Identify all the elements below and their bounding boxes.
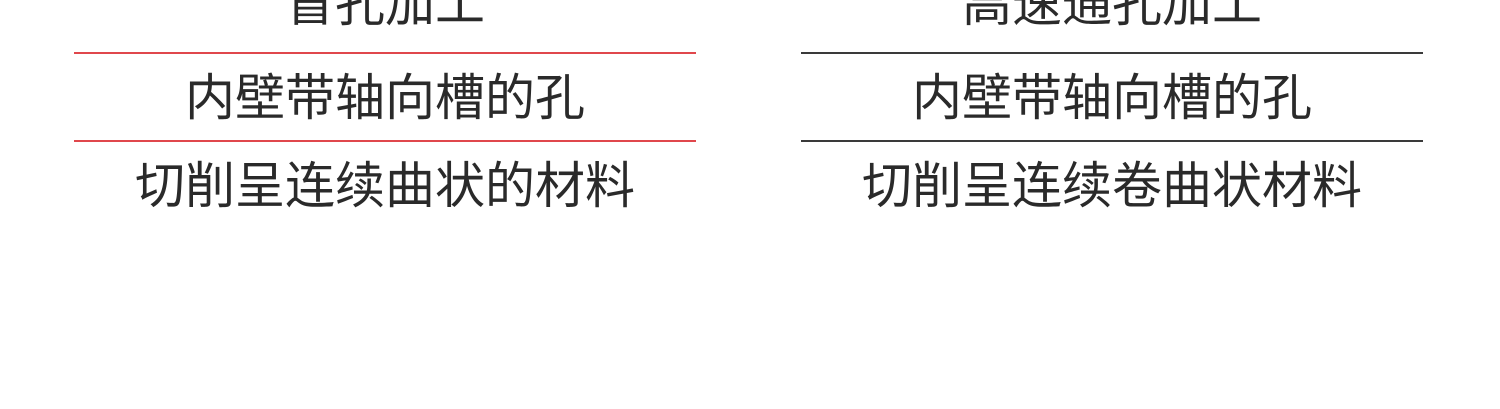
right-divider-bottom xyxy=(801,140,1423,142)
left-row-application: 盲孔加工 xyxy=(285,0,485,33)
left-divider-top xyxy=(74,52,696,54)
right-row-application: 高速通孔加工 xyxy=(962,0,1262,33)
right-row-hole-type: 内壁带轴向槽的孔 xyxy=(912,69,1312,127)
left-row-material: 切削呈连续曲状的材料 xyxy=(135,157,635,215)
left-divider-bottom xyxy=(74,140,696,142)
right-row-material: 切削呈连续卷曲状材料 xyxy=(862,157,1362,215)
left-row-hole-type: 内壁带轴向槽的孔 xyxy=(185,69,585,127)
right-divider-top xyxy=(801,52,1423,54)
